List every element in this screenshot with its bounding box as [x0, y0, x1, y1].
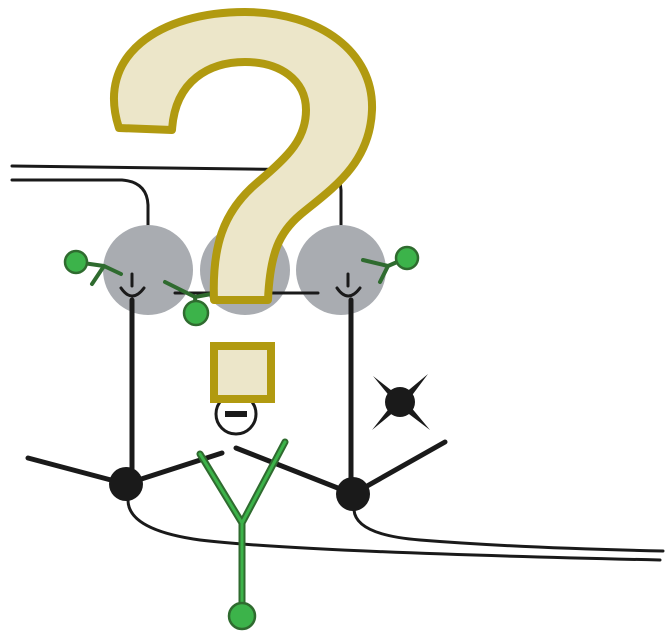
- bottom-fibers: [126, 498, 665, 562]
- question-mark-icon: [110, 8, 377, 403]
- question-hook: [110, 8, 377, 304]
- top-fiber-2: [10, 178, 150, 264]
- bottom-fiber-1: [126, 498, 662, 562]
- principal-cells: [25, 439, 448, 511]
- cell-right-dendrite-b: [350, 439, 448, 497]
- dendrite-node-right: [394, 245, 420, 271]
- synapse-cups: [119, 272, 362, 298]
- green-interneuron: [196, 438, 289, 631]
- glomerulus-right: [296, 225, 386, 315]
- dendrite-node-left: [63, 249, 89, 275]
- cup-right: [335, 286, 362, 298]
- minus-bar: [225, 411, 247, 417]
- cell-body-left: [109, 467, 143, 501]
- dendrite-node-middle: [182, 299, 210, 327]
- question-dot: [210, 342, 275, 403]
- cell-body-right: [336, 477, 370, 511]
- interneuron-node: [227, 601, 257, 631]
- bottom-fiber-2: [352, 508, 665, 553]
- interneuron-fill: [198, 440, 287, 610]
- cup-left: [119, 286, 146, 298]
- star-node-center: [385, 387, 415, 417]
- green-dendrites: [63, 245, 420, 327]
- output-axons: [129, 297, 354, 497]
- star-node-icon: [372, 374, 430, 430]
- cell-right-dendrite-a: [233, 445, 356, 497]
